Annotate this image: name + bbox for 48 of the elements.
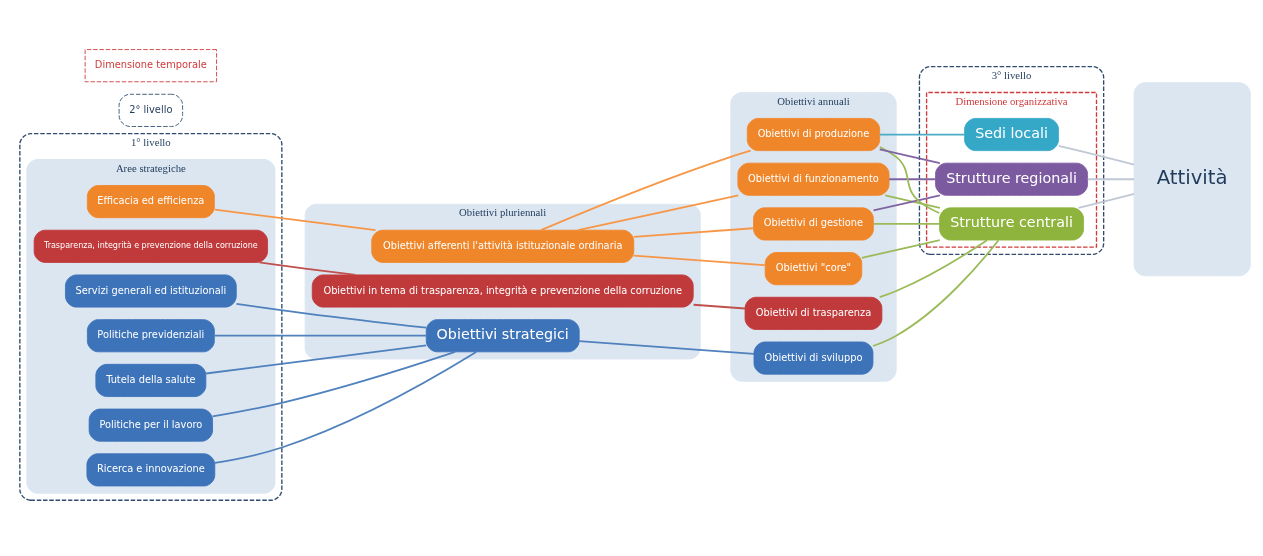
- connector: [872, 222, 941, 225]
- node-box: Attività: [1133, 81, 1251, 276]
- node-box: Trasparenza, integrità e prevenzione della corruzione: [33, 229, 268, 263]
- connector: [213, 208, 377, 231]
- connector: [1057, 144, 1135, 165]
- node-box: Strutture centrali: [939, 206, 1084, 240]
- connector: [205, 344, 428, 374]
- connector: [1086, 177, 1135, 180]
- connector: [872, 193, 941, 211]
- connector: [577, 193, 740, 231]
- node-box: Obiettivi "core": [764, 251, 863, 285]
- connector: [540, 149, 752, 231]
- node-box: Politiche previdenziali: [86, 318, 215, 352]
- connector: [692, 303, 746, 309]
- node-box: Efficacia ed efficienza: [86, 184, 215, 218]
- node-box: Obiettivi di sviluppo: [753, 341, 874, 375]
- node-box: Obiettivi afferenti l'attività istituzionale ordinaria: [371, 229, 635, 263]
- connector: [632, 254, 766, 266]
- connector: [578, 339, 755, 355]
- connector: [872, 238, 1000, 347]
- node-box: Servizi generali ed istituzionali: [65, 273, 237, 308]
- node-box: Obiettivi di trasparenza: [744, 296, 883, 330]
- connector: [884, 194, 941, 209]
- connector: [632, 226, 755, 238]
- connector: [1077, 192, 1135, 209]
- connector: [213, 334, 428, 337]
- connector: [861, 238, 941, 259]
- connector: [878, 238, 988, 298]
- node-box: Obiettivi di funzionamento: [737, 162, 890, 196]
- node-box: Politiche per il lavoro: [88, 408, 213, 442]
- node-box: Tutela della salute: [95, 363, 207, 397]
- connector: [878, 133, 966, 135]
- node-box: Obiettivi di gestione: [753, 206, 874, 240]
- connector: [214, 350, 478, 464]
- node-box: Sedi locali: [964, 117, 1059, 151]
- node-box: Strutture regionali: [935, 162, 1088, 196]
- node-box: Obiettivi di produzione: [746, 117, 881, 151]
- connector: [258, 261, 357, 276]
- node-box: Ricerca e innovazione: [86, 452, 216, 486]
- node-box: Obiettivi in tema di trasparenza, integrità e prevenzione della corruzione: [311, 273, 694, 308]
- connector: [878, 148, 941, 164]
- connector: [878, 145, 941, 214]
- connector: [211, 350, 456, 417]
- connector: [888, 177, 937, 180]
- node-box: 2° livello: [118, 93, 184, 127]
- connector: [235, 302, 427, 329]
- node-box: Dimensione temporale: [84, 48, 218, 82]
- node-box: Obiettivi strategici: [425, 318, 580, 352]
